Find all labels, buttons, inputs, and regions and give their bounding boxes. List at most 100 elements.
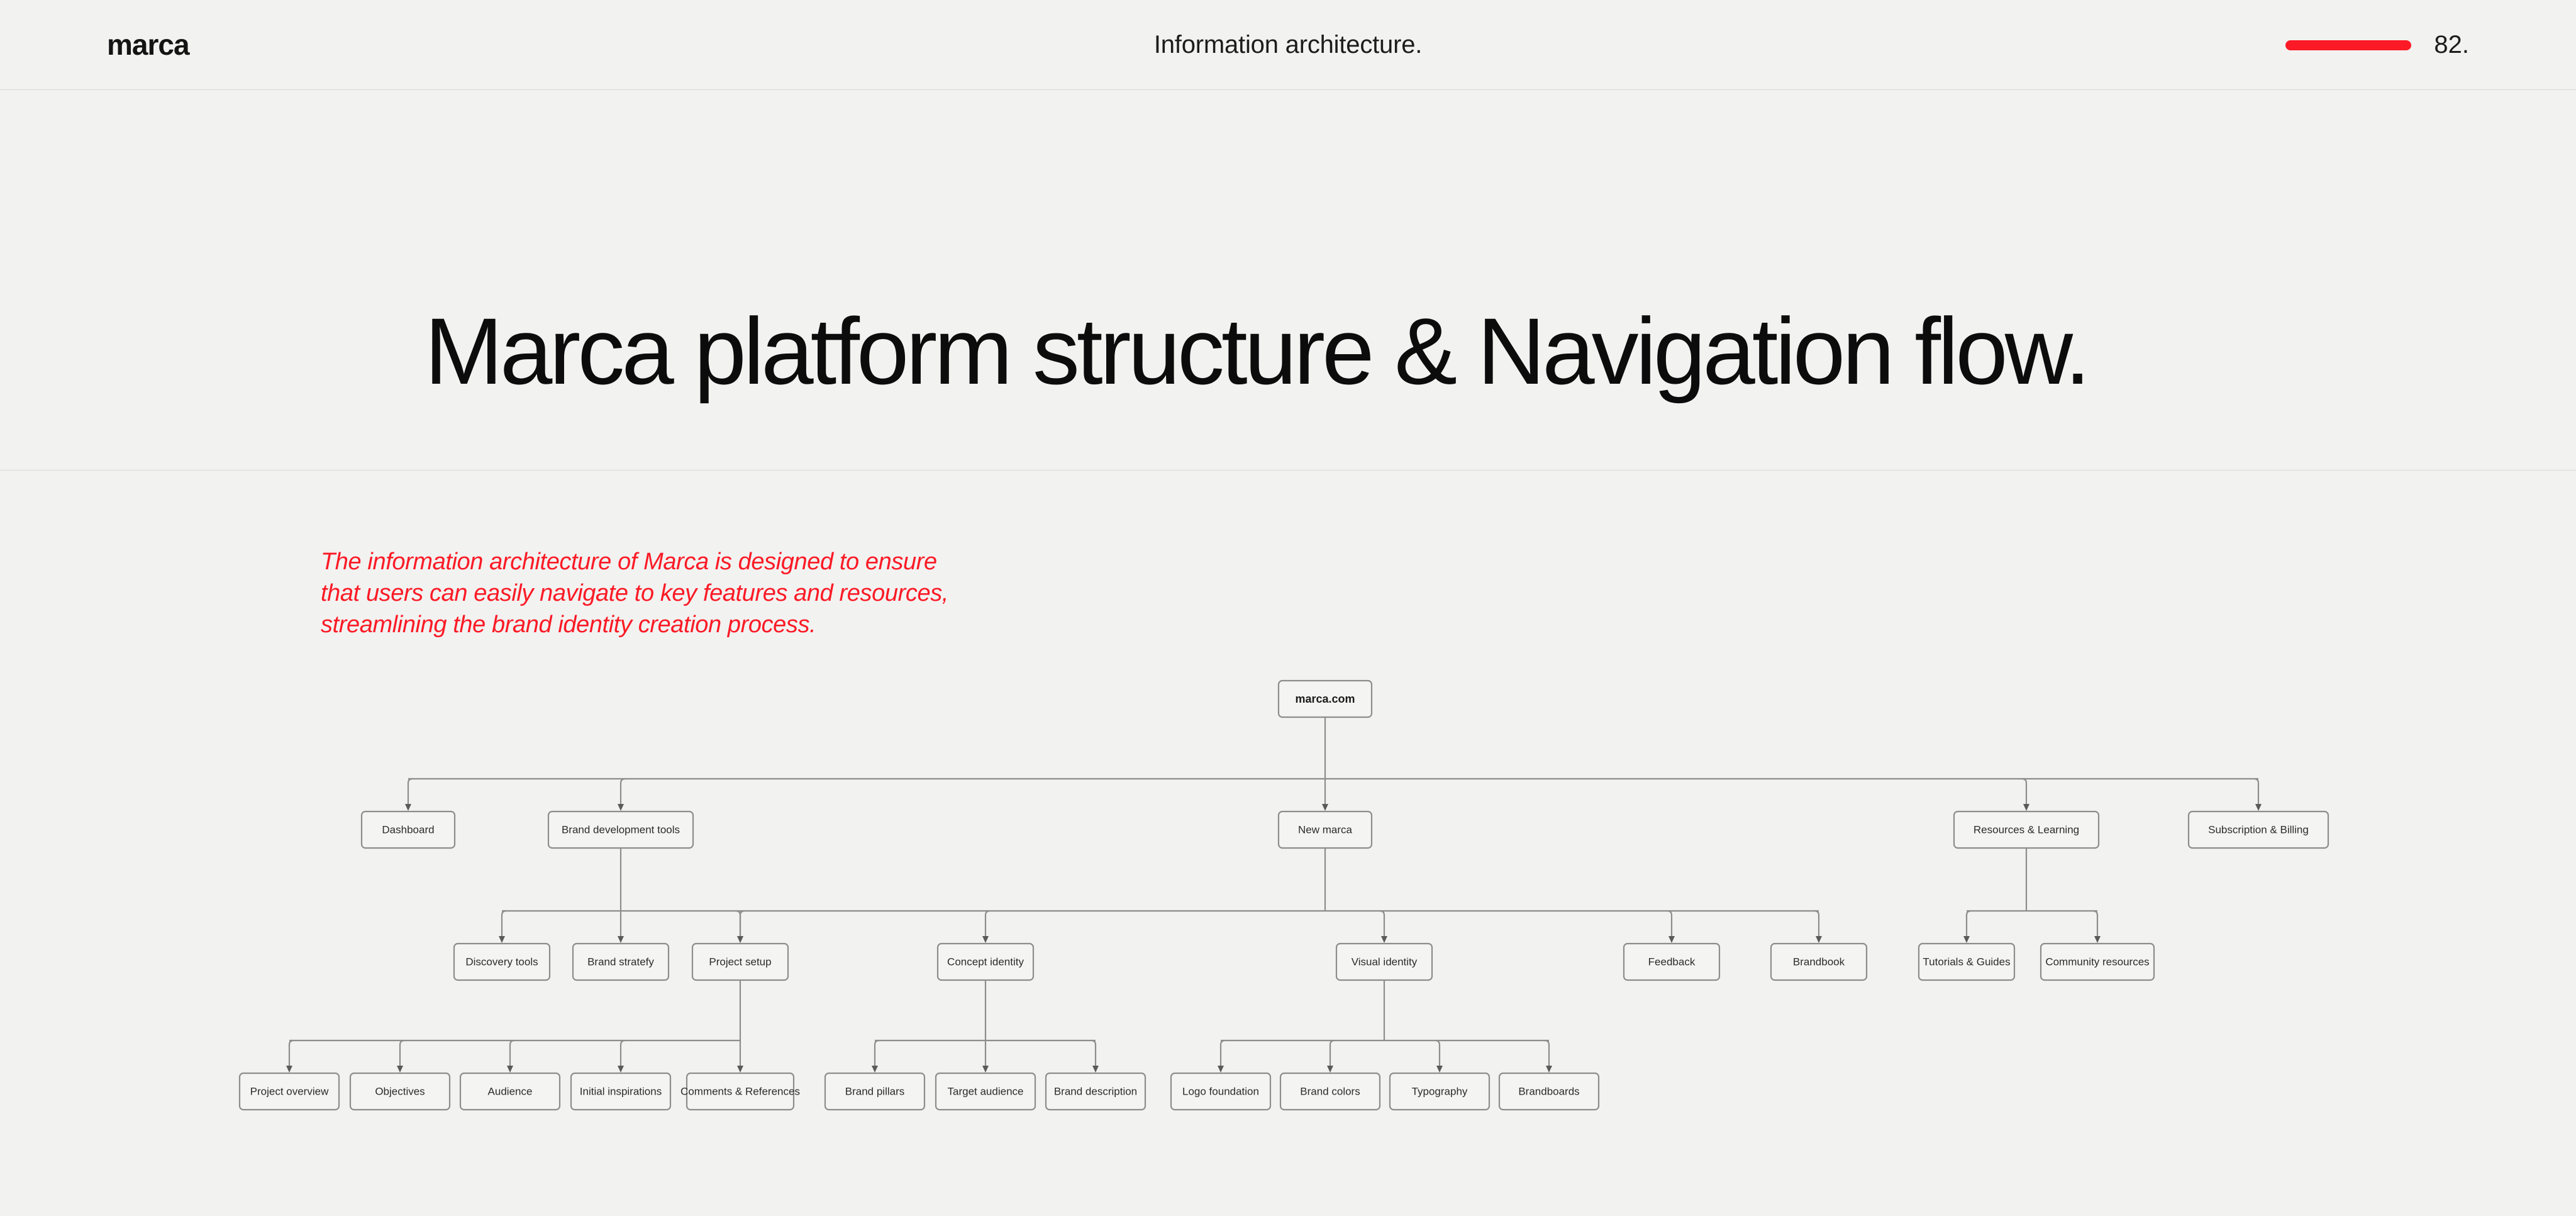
node-label: Brandboards (1518, 1085, 1579, 1097)
intro-line-1: The information architecture of Marca is… (321, 549, 937, 575)
sitemap-node-brandcolors[interactable]: Brand colors (1279, 1072, 1381, 1111)
node-box[interactable] (1277, 679, 1373, 718)
node-box[interactable] (691, 942, 789, 981)
sitemap-node-brandboards[interactable]: Brandboards (1498, 1072, 1600, 1111)
edge-drop (619, 1039, 626, 1066)
sitemap-node-brandbook[interactable]: Brandbook (1770, 942, 1868, 981)
node-label: Brand description (1054, 1085, 1137, 1097)
node-box[interactable] (686, 1072, 795, 1111)
edge-drop (1329, 1039, 1335, 1066)
node-box[interactable] (1277, 810, 1373, 849)
edge-arrowhead (2023, 804, 2029, 811)
sitemap-node-comments[interactable]: Comments & References (680, 1072, 800, 1111)
node-box[interactable] (459, 1072, 561, 1111)
node-label: Concept identity (947, 956, 1024, 968)
node-box[interactable] (2040, 942, 2155, 981)
edge-arrowhead (397, 1066, 403, 1073)
node-label: Brand development tools (562, 823, 680, 835)
node-box[interactable] (824, 1072, 926, 1111)
sitemap-node-bdt[interactable]: Brand development tools (547, 810, 694, 849)
node-box[interactable] (570, 1072, 672, 1111)
sitemap-node-reslearn[interactable]: Resources & Learning (1953, 810, 2100, 849)
node-box[interactable] (936, 942, 1035, 981)
node-label: Brand colors (1300, 1085, 1360, 1097)
node-label: Comments & References (680, 1085, 800, 1097)
hero-band: Marca platform structure & Navigation fl… (0, 90, 2576, 471)
sitemap-node-discovery[interactable]: Discovery tools (453, 942, 551, 981)
edge-arrowhead (982, 1066, 989, 1073)
node-label: Tutorials & Guides (1923, 956, 2010, 968)
sitemap-node-logofound[interactable]: Logo foundation (1170, 1072, 1272, 1111)
node-box[interactable] (935, 1072, 1036, 1111)
node-box[interactable] (360, 810, 456, 849)
sitemap-node-feedback[interactable]: Feedback (1623, 942, 1721, 981)
edge-drop (874, 1039, 880, 1066)
sitemap-node-targetaud[interactable]: Target audience (935, 1072, 1036, 1111)
node-box[interactable] (238, 1072, 340, 1111)
sitemap-node-tutorials[interactable]: Tutorials & Guides (1918, 942, 2016, 981)
node-box[interactable] (1389, 1072, 1491, 1111)
node-box[interactable] (1170, 1072, 1272, 1111)
node-box[interactable] (1498, 1072, 1600, 1111)
edge-arrowhead (1816, 936, 1822, 943)
edge-drop (1379, 910, 1385, 936)
edge-arrowhead (1322, 804, 1328, 811)
sitemap-node-objectives[interactable]: Objectives (349, 1072, 451, 1111)
node-box[interactable] (1335, 942, 1433, 981)
sitemap-node-projoverview[interactable]: Project overview (238, 1072, 340, 1111)
node-box[interactable] (1770, 942, 1868, 981)
page-title: Marca platform structure & Navigation fl… (425, 298, 2090, 404)
edge-arrowhead (286, 1066, 292, 1073)
node-box[interactable] (453, 942, 551, 981)
node-box[interactable] (1045, 1072, 1146, 1111)
edge-arrowhead (1436, 1066, 1443, 1073)
sitemap-node-concept[interactable]: Concept identity (936, 942, 1035, 981)
node-label: marca.com (1295, 693, 1355, 705)
intro-line-3: streamlining the brand identity creation… (321, 611, 816, 639)
node-box[interactable] (547, 810, 694, 849)
edge-arrowhead (872, 1066, 878, 1073)
deck-section-title: Information architecture. (1153, 31, 1423, 59)
node-box[interactable] (2187, 810, 2329, 849)
sitemap-node-audience[interactable]: Audience (459, 1072, 561, 1111)
edge-arrowhead (1963, 936, 1970, 943)
progress-bar (2285, 40, 2412, 50)
sitemap-node-visual[interactable]: Visual identity (1335, 942, 1433, 981)
node-box[interactable] (1279, 1072, 1381, 1111)
node-label: Project overview (250, 1085, 329, 1097)
edge-arrowhead (1668, 936, 1675, 943)
node-box[interactable] (572, 942, 670, 981)
node-label: Dashboard (382, 823, 434, 835)
edge-drop (1965, 910, 1972, 936)
node-box[interactable] (1623, 942, 1721, 981)
edge-drop (1435, 1039, 1441, 1066)
node-label: New marca (1298, 823, 1353, 835)
sitemap-node-inspirations[interactable]: Initial inspirations (570, 1072, 672, 1111)
sitemap-node-root[interactable]: marca.com (1277, 679, 1373, 718)
node-label: Discovery tools (465, 956, 538, 968)
sitemap-node-dashboard[interactable]: Dashboard (360, 810, 456, 849)
sitemap-node-subbill[interactable]: Subscription & Billing (2187, 810, 2329, 849)
edge-arrowhead (1546, 1066, 1552, 1073)
edge-arrowhead (982, 936, 989, 943)
edge-arrowhead (499, 936, 505, 943)
node-label: Brand pillars (845, 1085, 905, 1097)
edge-arrowhead (507, 1066, 513, 1073)
sitemap-node-projsetup[interactable]: Project setup (691, 942, 789, 981)
node-label: Brand stratefy (587, 956, 654, 968)
node-box[interactable] (1918, 942, 2016, 981)
sitemap-node-pillars[interactable]: Brand pillars (824, 1072, 926, 1111)
edge-drop (1814, 910, 1820, 936)
node-box[interactable] (349, 1072, 451, 1111)
edge-drop (501, 910, 507, 936)
node-box[interactable] (1953, 810, 2100, 849)
sitemap-node-typography[interactable]: Typography (1389, 1072, 1491, 1111)
sitemap-node-branddesc[interactable]: Brand description (1045, 1072, 1146, 1111)
edge-drop (2092, 910, 2099, 936)
sitemap-node-newmarca[interactable]: New marca (1277, 810, 1373, 849)
sitemap-node-community[interactable]: Community resources (2040, 942, 2155, 981)
sitemap-node-strategy[interactable]: Brand stratefy (572, 942, 670, 981)
edge-arrowhead (737, 1066, 743, 1073)
